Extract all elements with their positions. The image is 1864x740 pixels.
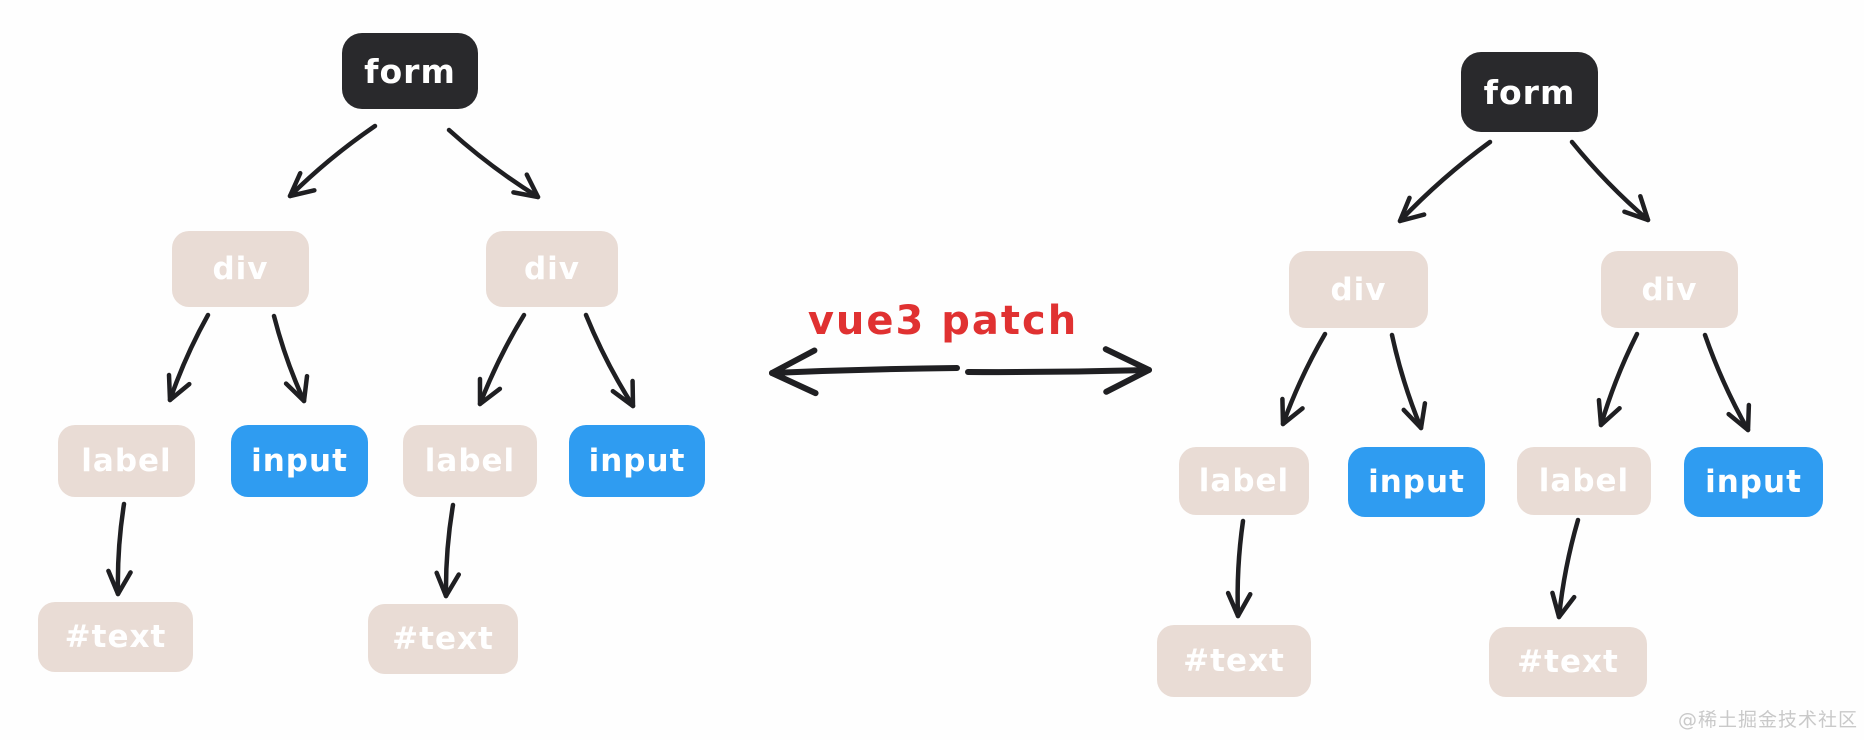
tree-left-edge-div-1-label-1 [166, 312, 211, 403]
patch-label: vue3 patch [807, 298, 1079, 344]
tree-right-node-div-2: div [1601, 251, 1738, 328]
tree-left-edge-form-div-2 [446, 127, 541, 200]
tree-right-node-text-2: #text [1489, 627, 1647, 697]
tree-right-edge-div-1-input-1 [1389, 332, 1428, 431]
tree-right-node-form: form [1461, 52, 1598, 132]
tree-left-edge-label-2-text-2 [434, 502, 462, 599]
patch-arrow-right [965, 346, 1152, 395]
tree-left-node-text-2: #text [368, 604, 518, 674]
tree-left-node-div-2: div [486, 231, 618, 307]
tree-right-edge-label-1-text-1 [1225, 518, 1253, 619]
tree-left-node-input-1: input [231, 425, 368, 497]
tree-right-node-div-1: div [1289, 251, 1428, 328]
watermark: @稀土掘金技术社区 [1677, 709, 1858, 731]
tree-right-edge-form-div-1 [1397, 139, 1493, 224]
tree-left-node-label-2: label [403, 425, 537, 497]
tree-right-node-input-2: input [1684, 447, 1823, 517]
tree-right-node-label-1: label [1179, 447, 1309, 515]
tree-left-edge-div-1-input-1 [271, 313, 310, 404]
tree-left-edge-div-2-label-2 [477, 312, 527, 407]
tree-right-edge-form-div-2 [1569, 139, 1651, 223]
tree-right-node-text-1: #text [1157, 625, 1311, 697]
tree-left-edge-form-div-1 [287, 123, 378, 199]
tree-left-node-label-1: label [58, 425, 195, 497]
tree-left-node-form: form [342, 33, 478, 109]
patch-arrow-left [769, 347, 960, 397]
tree-left-node-div-1: div [172, 231, 309, 307]
tree-right-edge-label-2-text-2 [1550, 517, 1581, 620]
tree-right-edge-div-2-input-2 [1702, 332, 1752, 433]
tree-left-node-input-2: input [569, 425, 705, 497]
tree-right-edge-div-1-label-1 [1280, 331, 1328, 427]
tree-right-edge-div-2-label-2 [1596, 331, 1640, 428]
tree-left-edge-div-2-input-2 [583, 312, 636, 409]
tree-left-node-text-1: #text [38, 602, 193, 672]
tree-right-node-input-1: input [1348, 447, 1485, 517]
tree-left-edge-label-1-text-1 [106, 501, 133, 597]
tree-right-node-label-2: label [1517, 447, 1651, 515]
